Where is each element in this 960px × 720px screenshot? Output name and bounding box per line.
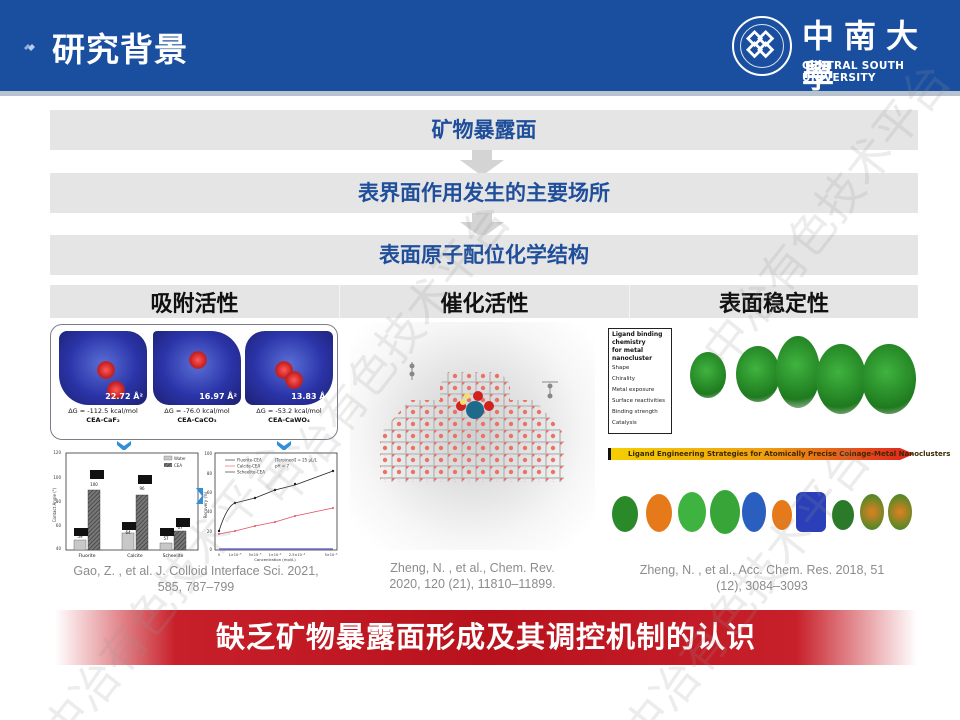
category-adsorption: 吸附活性 — [50, 285, 340, 318]
svg-text:0: 0 — [218, 553, 220, 557]
flow-step-interface-site: 表界面作用发生的主要场所 — [50, 173, 918, 213]
svg-text:Recovery (%): Recovery (%) — [203, 491, 208, 518]
svg-text:Scheelite: Scheelite — [163, 553, 184, 559]
ligand-strategy-banner-text: Ligand Engineering Strategies for Atomic… — [628, 450, 951, 458]
svg-text:96: 96 — [139, 486, 145, 491]
flow-step-label: 矿物暴露面 — [431, 118, 537, 142]
slide-header: 研究背景 中南大學 CENTRAL SOUTH UNIVERSITY — [0, 0, 960, 95]
svg-text:Contact Angle (°): Contact Angle (°) — [52, 487, 57, 522]
conclusion-text: 缺乏矿物暴露面形成及其调控机制的认识 — [215, 620, 756, 654]
svg-text:5×10⁻⁴: 5×10⁻⁴ — [325, 553, 338, 557]
category-row: 吸附活性 催化活性 表面稳定性 — [50, 285, 918, 318]
svg-text:1×10⁻⁴: 1×10⁻⁴ — [269, 553, 282, 557]
svg-text:5×10⁻⁵: 5×10⁻⁵ — [249, 553, 262, 557]
svg-text:1×10⁻⁵: 1×10⁻⁵ — [229, 553, 242, 557]
svg-text:57: 57 — [163, 536, 169, 541]
recovery-line-chart: 100 80 60 40 20 0 Recovery (%) Fluorite-… — [203, 450, 341, 562]
svg-text:Water: Water — [174, 456, 186, 461]
molecule-caption: ΔG = -53.2 kcal/mol CEA-CaWO₄ — [256, 407, 322, 424]
category-catalysis: 催化活性 — [340, 285, 630, 318]
svg-text:60: 60 — [207, 490, 213, 495]
adsorption-molecule-figure: 22.72 Å² ΔG = -112.5 kcal/mol CEA-CaF₂ 1… — [50, 324, 338, 440]
svg-text:Calcite: Calcite — [127, 553, 143, 559]
svg-text:20: 20 — [207, 529, 213, 534]
flow-step-exposed-surface: 矿物暴露面 — [50, 110, 918, 150]
svg-text:80: 80 — [56, 499, 62, 504]
svg-text:0: 0 — [209, 547, 212, 552]
svg-text:60: 60 — [56, 523, 62, 528]
university-seal-icon — [732, 16, 792, 76]
molecule-surface-cawo4: 13.83 Å² — [245, 331, 333, 405]
lattice-model-icon — [380, 362, 564, 482]
flow-step-label: 表界面作用发生的主要场所 — [358, 181, 610, 205]
svg-text:pH = 7: pH = 7 — [275, 464, 289, 469]
flow-step-coordination-structure: 表面原子配位化学结构 — [50, 235, 918, 275]
university-name-cn: 中南大學 — [802, 17, 929, 95]
svg-text:Calcite-CEA: Calcite-CEA — [237, 464, 260, 469]
svg-text:Fluorite-CEA: Fluorite-CEA — [237, 458, 262, 463]
down-arrow-icon — [460, 210, 504, 238]
category-stability: 表面稳定性 — [630, 285, 918, 318]
conclusion-banner: 缺乏矿物暴露面形成及其调控机制的认识 — [55, 610, 917, 665]
svg-text:Scheelite-CEA: Scheelite-CEA — [237, 470, 265, 475]
citation-zheng-accchemres: Zheng, N. , et al., Acc. Chem. Res. 2018… — [639, 563, 885, 593]
ligand-chemistry-legend: Ligand binding chemistry for metal nanoc… — [608, 328, 672, 434]
molecule-caption: ΔG = -76.0 kcal/mol CEA-CaCO₃ — [164, 407, 230, 424]
svg-text:2.5×10⁻⁴: 2.5×10⁻⁴ — [289, 553, 306, 557]
university-logo: 中南大學 CENTRAL SOUTH UNIVERSITY — [732, 14, 960, 95]
slide-title: 研究背景 — [52, 30, 188, 69]
citation-zheng-chemrev: Zheng, N. , et al., Chem. Rev. 2020, 120… — [389, 561, 556, 591]
contact-angle-bar-chart: 120 100 80 60 40 Contact Angle (°) 59 10… — [52, 450, 202, 560]
svg-text:CEA: CEA — [174, 463, 182, 468]
svg-text:100: 100 — [204, 451, 212, 456]
molecule-caption: ΔG = -112.5 kcal/mol CEA-CaF₂ — [68, 407, 138, 424]
svg-text:40: 40 — [207, 509, 213, 514]
svg-text:100: 100 — [53, 475, 61, 480]
down-arrow-icon — [460, 148, 504, 176]
flow-step-label: 表面原子配位化学结构 — [379, 243, 589, 267]
svg-text:64: 64 — [125, 530, 131, 535]
chevron-down-icon — [277, 441, 291, 451]
svg-text:120: 120 — [53, 450, 61, 455]
university-name-en: CENTRAL SOUTH UNIVERSITY — [802, 60, 905, 84]
svg-text:40: 40 — [56, 546, 62, 551]
svg-text:Fluorite: Fluorite — [78, 553, 95, 559]
double-diamond-icon — [24, 44, 35, 53]
single-atom-catalyst-figure — [350, 322, 595, 550]
svg-text:59: 59 — [77, 534, 83, 539]
molecule-surface-caco3: 16.97 Å² — [153, 331, 241, 405]
nanocluster-ligand-figure: Ligand binding chemistry for metal nanoc… — [604, 324, 950, 556]
svg-text:67: 67 — [177, 525, 183, 530]
svg-text:80: 80 — [207, 471, 213, 476]
svg-text:100: 100 — [90, 482, 98, 487]
ligand-strategy-arrow — [608, 448, 914, 460]
svg-text:Concentration (mol/L): Concentration (mol/L) — [254, 557, 296, 562]
molecule-surface-caf2: 22.72 Å² — [59, 331, 147, 405]
chevron-down-icon — [117, 441, 131, 451]
header-divider — [0, 91, 960, 96]
citation-gao: Gao, Z. , et al. J. Colloid Interface Sc… — [73, 564, 319, 594]
svg-text:[Terpineol] = 25 μL/L: [Terpineol] = 25 μL/L — [275, 458, 318, 463]
